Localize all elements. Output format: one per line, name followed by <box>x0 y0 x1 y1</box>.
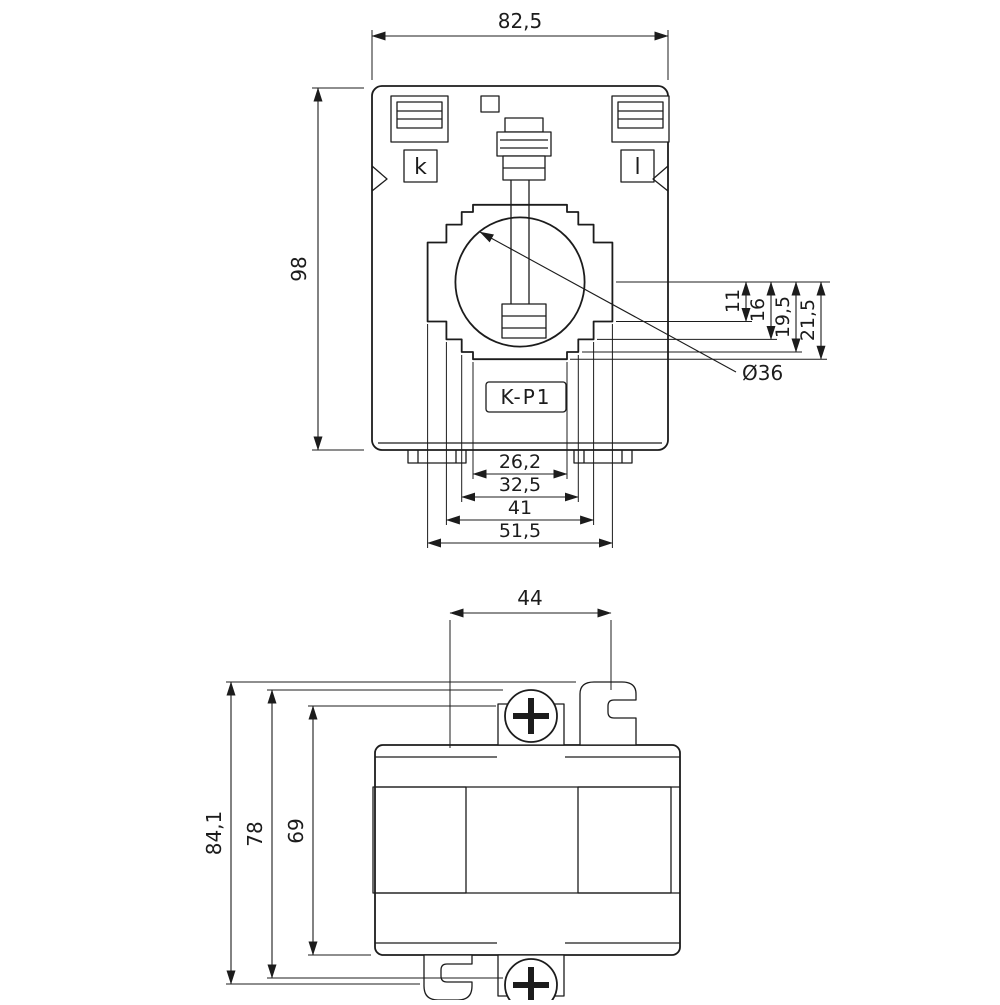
dim-diameter-label: Ø36 <box>742 361 783 385</box>
dim-slot-widths: 26,2 32,5 41 51,5 <box>427 324 613 548</box>
marking-label: K-P1 <box>500 385 551 409</box>
dim-side-heights: 84,1 78 69 <box>202 681 576 985</box>
foot-outline <box>573 450 633 464</box>
terminal-left: k <box>390 95 449 183</box>
din-hook-bottom-left <box>423 954 473 1001</box>
foot-ticks <box>583 450 623 463</box>
window-wall-left-hatch <box>372 786 467 894</box>
ext-lines-26-2 <box>472 362 568 479</box>
dim-hole-diameter: Ø36 <box>479 231 783 385</box>
ext-lines-78 <box>267 689 503 979</box>
dim-side-width: 44 <box>449 586 612 748</box>
dim-label-26-2: 26,2 <box>499 451 541 473</box>
dim-label-19-5: 19,5 <box>772 296 794 338</box>
center-hole <box>454 216 586 348</box>
front-view: k l K-P1 <box>287 9 830 548</box>
dim-label-51-5: 51,5 <box>499 520 541 542</box>
ext-lines-69 <box>308 705 496 956</box>
dim-side-width-label: 44 <box>517 586 542 610</box>
terminal-screw-slot <box>617 101 664 129</box>
screw-tip <box>504 117 544 133</box>
ext-lines <box>312 87 364 451</box>
dim-width-label: 82,5 <box>498 9 543 33</box>
ext-lines-51-5 <box>427 324 613 548</box>
leader-line <box>479 231 737 373</box>
ext-lines <box>371 30 669 80</box>
terminal-right: l <box>611 95 670 183</box>
dim-label-16: 16 <box>747 298 769 322</box>
ext-lines-41 <box>445 342 595 525</box>
terminal-screw-slot <box>396 101 443 129</box>
mount-screw-top <box>504 689 558 743</box>
side-view: 44 84,1 78 69 <box>202 586 681 1005</box>
din-foot-right <box>573 450 633 464</box>
phillips-cross-icon <box>513 967 549 1003</box>
top-clip <box>480 95 500 113</box>
clamp-nut-lines <box>502 315 546 329</box>
screw-head <box>496 131 552 157</box>
ext-lines-84-1 <box>226 681 576 985</box>
marking-frame <box>485 381 567 413</box>
dim-label-78: 78 <box>243 821 267 846</box>
window-wall-right-hatch <box>577 786 672 894</box>
dim-height: 98 <box>287 87 364 451</box>
din-foot-left <box>407 450 467 464</box>
foot-ticks <box>417 450 457 463</box>
screw-shaft <box>510 180 530 304</box>
stepped-window <box>426 203 614 361</box>
snap-notch-left <box>371 165 388 192</box>
terminal-left-label: k <box>414 155 427 180</box>
clamp-nut <box>501 303 547 339</box>
dim-label-21-5: 21,5 <box>797 299 819 341</box>
terminal-label-box <box>620 149 655 183</box>
ext-lines-32-5 <box>461 355 579 502</box>
center-screw <box>496 117 552 339</box>
mount-screw-bottom <box>504 958 558 1005</box>
dim-label-11: 11 <box>722 289 744 313</box>
terminal-label-box <box>403 149 438 183</box>
dim-label-41: 41 <box>508 497 532 519</box>
foot-outline <box>407 450 467 464</box>
screw-head-lines <box>500 139 548 149</box>
marking-box: K-P1 <box>485 381 567 413</box>
terminal-right-label: l <box>634 155 640 180</box>
side-body-outline <box>374 744 681 956</box>
dim-width: 82,5 <box>371 9 669 80</box>
dim-label-84-1: 84,1 <box>202 811 226 856</box>
dim-label-32-5: 32,5 <box>499 474 541 496</box>
dim-height-label: 98 <box>287 256 311 281</box>
ext-lines <box>449 620 612 748</box>
din-hook-top-right <box>579 681 637 746</box>
terminal-screw-lines <box>397 110 442 120</box>
phillips-cross-icon <box>513 698 549 734</box>
terminal-screw-lines <box>618 110 663 120</box>
snap-notch-right <box>652 165 669 192</box>
dim-label-69: 69 <box>284 818 308 843</box>
dim-slot-heights: 11 16 19,5 21,5 <box>570 281 830 360</box>
